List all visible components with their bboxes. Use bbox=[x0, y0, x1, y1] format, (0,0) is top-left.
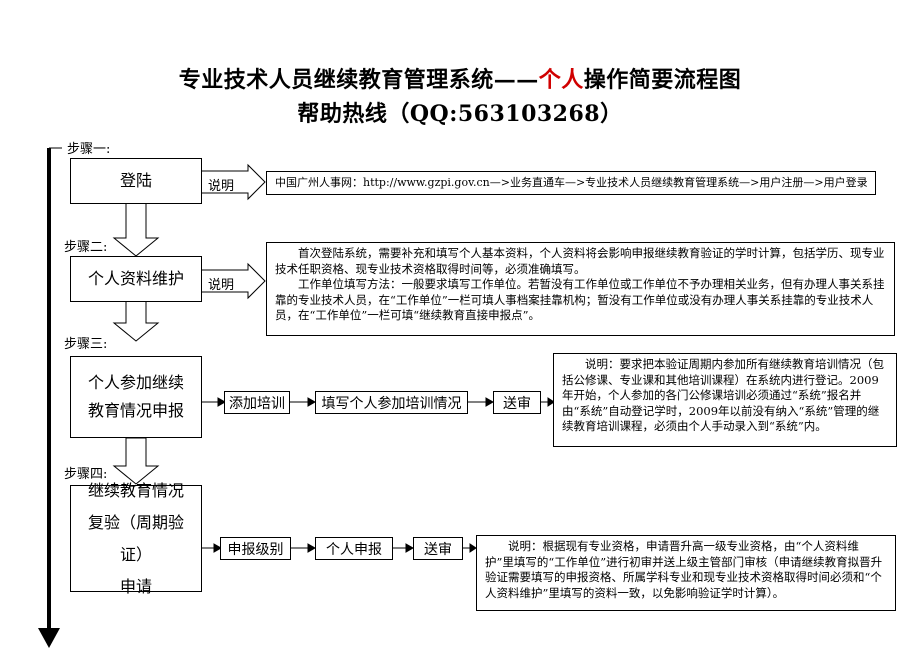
callout-arrow-1 bbox=[199, 163, 266, 201]
step-4-label: 步骤四: bbox=[64, 467, 108, 482]
step-3-note: 说明：要求把本验证周期内参加所有继续教育培训情况（包括公修课、专业课和其他培训课… bbox=[553, 353, 897, 447]
step-1-label: 步骤一: bbox=[67, 142, 111, 157]
step-4-submit: 送审 bbox=[413, 537, 463, 560]
step-4-level: 申报级别 bbox=[220, 537, 291, 560]
step-2-note-label: 说明 bbox=[208, 278, 235, 293]
page-title: 专业技术人员继续教育管理系统——个人操作简要流程图 bbox=[0, 62, 920, 94]
down-arrow-3 bbox=[112, 437, 160, 485]
step-3-declare-box: 个人参加继续 教育情况申报 bbox=[70, 356, 202, 438]
timeline-arrowhead bbox=[38, 628, 60, 648]
step-2-profile-box: 个人资料维护 bbox=[70, 256, 202, 302]
step-4-personal-declare: 个人申报 bbox=[315, 537, 393, 560]
callout-arrow-2 bbox=[199, 262, 266, 300]
step-4-box-line-1: 继续教育情况 bbox=[87, 480, 184, 500]
step-4-note: 说明：根据现有专业资格，申请晋升高一级专业资格，由“个人资料维护”里填写的“工作… bbox=[476, 535, 896, 611]
step-1-note-label: 说明 bbox=[208, 179, 235, 194]
step-4-box-line-2: 复验（周期验证） bbox=[87, 512, 184, 564]
title-part: 操作简要流程图 bbox=[583, 67, 742, 93]
step-2-label: 步骤二: bbox=[64, 240, 108, 255]
step-3-add-training: 添加培训 bbox=[224, 391, 290, 414]
step-3-fill-training: 填写个人参加培训情况 bbox=[315, 391, 468, 414]
title-part: 专业技术人员继续教育管理系统—— bbox=[178, 67, 539, 93]
step-3-box-line-1: 个人参加继续 bbox=[87, 373, 184, 392]
step-2-note-para-1: 首次登陆系统，需要补充和填写个人基本资料，个人资料将会影响申报继续教育验证的学时… bbox=[275, 246, 885, 276]
step-2-note-para-2: 工作单位填写方法：一般要求填写工作单位。若暂没有工作单位或工作单位不予办理相关业… bbox=[275, 277, 885, 322]
hotline-title: 帮助热线（QQ:563103268） bbox=[297, 101, 623, 127]
down-arrow-2 bbox=[112, 299, 160, 342]
step-3-submit: 送审 bbox=[493, 391, 541, 414]
step-2-note: 首次登陆系统，需要补充和填写个人基本资料，个人资料将会影响申报继续教育验证的学时… bbox=[266, 242, 895, 336]
step-3-label: 步骤三: bbox=[64, 337, 108, 352]
step-4-box-line-3: 申请 bbox=[119, 576, 152, 596]
step-3-box-line-2: 教育情况申报 bbox=[87, 401, 184, 420]
step-1-note: 中国广州人事网：http://www.gzpi.gov.cn—>业务直通车—>专… bbox=[266, 171, 876, 195]
title-highlight: 个人 bbox=[538, 67, 584, 93]
step-4-review-box: 继续教育情况 复验（周期验证） 申请 bbox=[70, 481, 202, 596]
step-1-login-box: 登陆 bbox=[70, 158, 202, 204]
down-arrow-1 bbox=[112, 202, 160, 257]
